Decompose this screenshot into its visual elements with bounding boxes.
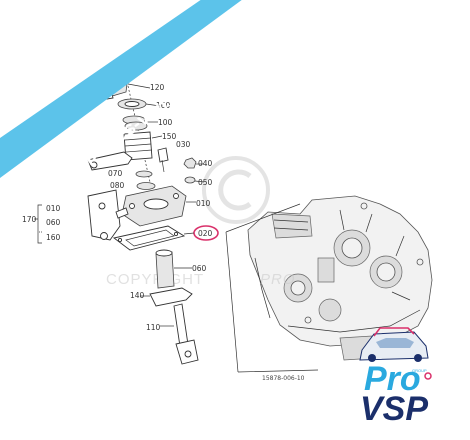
exploded-assembly xyxy=(87,69,205,365)
label-110: 110 xyxy=(146,323,161,332)
part-040 xyxy=(183,157,197,169)
part-070 xyxy=(135,170,153,178)
label-030: 030 xyxy=(176,140,191,149)
part-030 xyxy=(157,147,169,163)
brand-dot-icon xyxy=(424,372,432,380)
copyright-watermark: COPYRIGHT PRO xyxy=(106,156,296,288)
part-150 xyxy=(123,131,153,161)
label-040: 040 xyxy=(198,159,213,168)
label-150: 150 xyxy=(162,132,177,141)
label-140: 140 xyxy=(130,291,145,300)
brand-logo: GROUP Pro VSP xyxy=(359,327,432,428)
label-010-right: 010 xyxy=(196,199,211,208)
part-060-sleeve xyxy=(155,251,175,289)
label-170: 170 xyxy=(22,215,37,224)
label-100: 100 xyxy=(158,118,173,127)
label-060-left: 060 xyxy=(46,218,61,227)
label-010-left: 010 xyxy=(46,204,61,213)
lever-arm xyxy=(87,151,133,171)
part-020-gasket xyxy=(112,225,186,251)
label-160-left: 160 xyxy=(46,233,61,242)
part-050 xyxy=(184,176,196,184)
brand-vsp-text: VSP xyxy=(360,390,428,428)
watermark-text-pro: PRO xyxy=(260,271,296,288)
engine-block xyxy=(247,195,433,361)
brand-pro-text: Pro xyxy=(364,360,421,398)
watermark-text: COPYRIGHT xyxy=(106,271,204,288)
label-050: 050 xyxy=(198,178,213,187)
part-140-fork xyxy=(149,287,193,307)
label-060-right: 060 xyxy=(192,264,207,273)
label-020: 020 xyxy=(198,229,213,238)
part-labels: 120 130 160 100 150 030 040 050 070 080 … xyxy=(22,83,305,382)
car-icon xyxy=(359,327,429,362)
reference-number: 15878-006-10 xyxy=(262,375,305,382)
label-080: 080 xyxy=(110,181,125,190)
brand-group-text: GROUP xyxy=(412,368,427,373)
label-170-bracket xyxy=(34,204,42,244)
side-bracket xyxy=(87,189,121,241)
label-070: 070 xyxy=(108,169,123,178)
inset-frame xyxy=(225,203,319,373)
label-120: 120 xyxy=(150,83,165,92)
label-160: 160 xyxy=(156,101,171,110)
part-080 xyxy=(136,182,156,190)
